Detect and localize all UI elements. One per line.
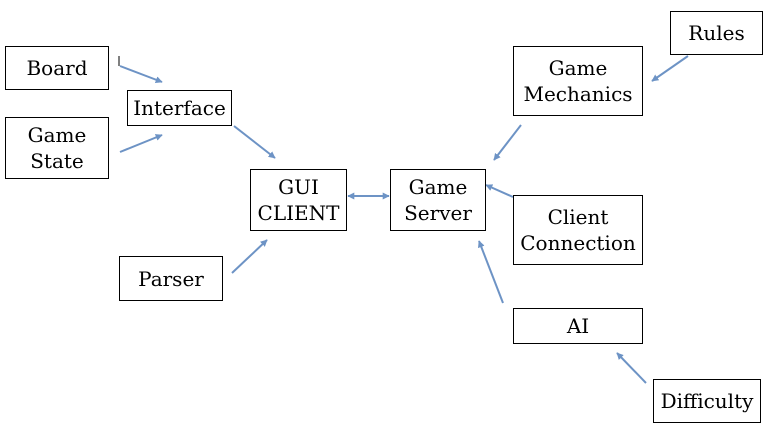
arrow-board-to-interface	[119, 65, 163, 84]
ai-node: AI	[513, 308, 643, 344]
client-connection-node: Client Connection	[513, 195, 643, 265]
gui-client-node: GUI CLIENT	[250, 169, 347, 231]
game-server-node: Game Server	[390, 169, 486, 231]
arrow-rules-to-game-mechanics	[651, 55, 689, 82]
rules-node: Rules	[670, 11, 763, 55]
arrow-interface-to-gui-client	[233, 125, 276, 159]
parser-node: Parser	[119, 256, 223, 301]
arrow-difficulty-to-ai	[616, 352, 647, 384]
arrow-gamestate-to-interface	[119, 134, 163, 153]
game-state-node: Game State	[5, 117, 109, 179]
arrow-game-mechanics-to-game-server	[493, 124, 522, 161]
arrow-parser-to-gui-client	[231, 239, 268, 274]
interface-node: Interface	[127, 90, 232, 126]
game-mechanics-node: Game Mechanics	[513, 46, 643, 116]
board-node: Board	[5, 46, 109, 90]
arrow-ai-to-game-server	[478, 240, 504, 304]
difficulty-node: Difficulty	[653, 379, 761, 423]
arrow-client-connection-to-game-server	[485, 184, 514, 198]
